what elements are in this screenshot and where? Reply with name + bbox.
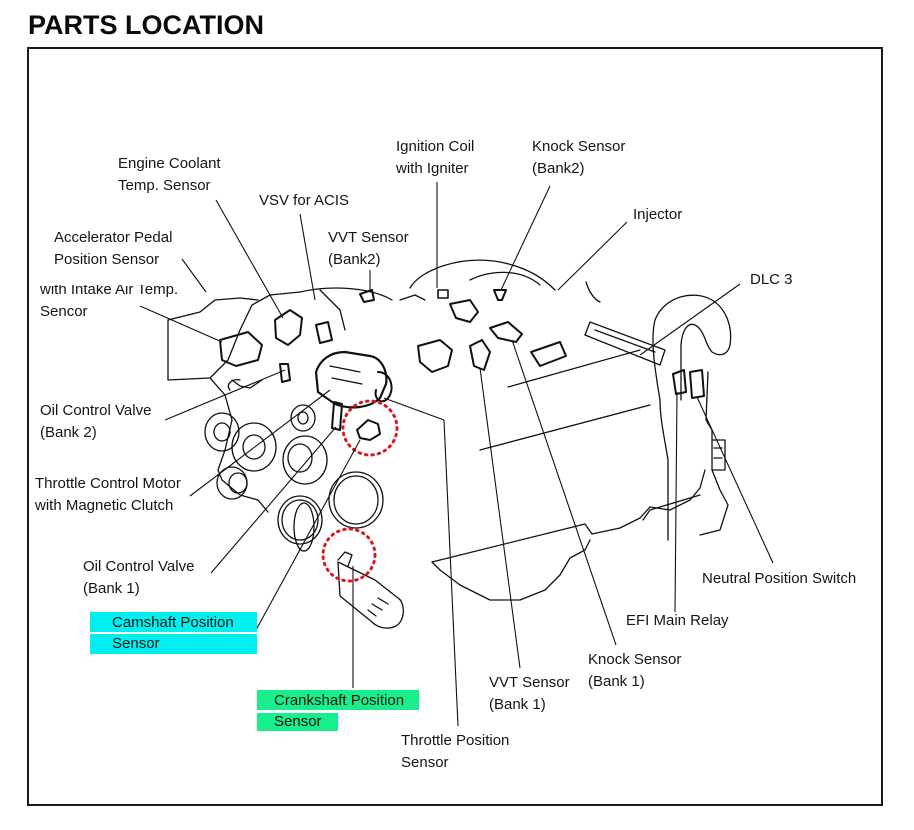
label-injector: Injector — [633, 204, 682, 226]
leader-throttle-pos-top — [383, 397, 445, 421]
label-line: Injector — [633, 206, 683, 223]
leader-camshaft — [255, 439, 361, 631]
label-knock-sensor-bank1: Knock Sensor (Bank 1) — [588, 649, 681, 693]
leader-engine-coolant — [215, 199, 284, 319]
camshaft-marker-circle — [341, 399, 399, 457]
highlighted-line: Crankshaft Position — [257, 690, 419, 710]
leader-injector — [557, 221, 628, 291]
leader-vvt-b1 — [479, 367, 521, 669]
label-ignition-coil: Ignition Coil with Igniter — [396, 136, 474, 180]
label-line: Sensor — [401, 754, 449, 771]
label-neutral-position-switch: Neutral Position Switch — [702, 568, 856, 590]
label-vvt-sensor-bank2: VVT Sensor (Bank2) — [328, 227, 409, 271]
label-throttle-control-motor: Throttle Control Motor with Magnetic Clu… — [35, 473, 181, 517]
label-efi-main-relay: EFI Main Relay — [626, 610, 729, 632]
label-accelerator-pedal-position-sensor: Accelerator Pedal Position Sensor — [54, 227, 172, 271]
label-line: VVT Sensor — [328, 229, 409, 246]
label-line: EFI Main Relay — [626, 612, 729, 629]
leader-vsv — [299, 213, 316, 301]
label-camshaft-position-sensor: Camshaft Position Sensor — [90, 612, 257, 654]
highlighted-line: Sensor — [257, 713, 338, 731]
label-line: Ignition Coil — [396, 138, 475, 155]
leader-knock-b1 — [511, 339, 617, 646]
label-line: Throttle Position — [401, 732, 510, 749]
label-line: Oil Control Valve — [40, 402, 152, 419]
label-line: Position Sensor — [54, 251, 160, 268]
label-line: Oil Control Valve — [83, 558, 195, 575]
diagram-frame — [27, 47, 883, 806]
leader-ocv-b1 — [210, 426, 337, 574]
marker-circles — [321, 399, 399, 583]
label-knock-sensor-bank2: Knock Sensor (Bank2) — [532, 136, 625, 180]
leader-ocv-b2 — [164, 369, 286, 421]
label-line: with Magnetic Clutch — [35, 497, 174, 514]
label-crankshaft-position-sensor: Crankshaft Position Sensor — [257, 690, 419, 731]
label-line: (Bank2) — [532, 160, 585, 177]
label-line: Neutral Position Switch — [702, 570, 857, 587]
leader-neutral — [696, 396, 774, 564]
label-engine-coolant-temp-sensor: Engine Coolant Temp. Sensor — [118, 153, 221, 197]
label-oil-control-valve-bank2: Oil Control Valve (Bank 2) — [40, 400, 151, 444]
leader-accel-pedal — [181, 258, 207, 293]
label-line: (Bank 1) — [83, 580, 140, 597]
label-line: (Bank2) — [328, 251, 381, 268]
label-dlc3: DLC 3 — [750, 269, 793, 291]
highlighted-line: Camshaft Position — [90, 612, 257, 632]
label-line: with Intake Air Temp. — [40, 285, 179, 298]
label-line: Knock Sensor — [588, 651, 682, 668]
label-line: Engine Coolant — [118, 155, 221, 172]
label-line: Knock Sensor — [532, 138, 626, 155]
label-line: (Bank 1) — [588, 673, 645, 690]
label-line: VVT Sensor — [489, 674, 570, 691]
clipped-line: with Intake Air Temp. — [40, 285, 178, 301]
label-line: (Bank 2) — [40, 424, 97, 441]
label-line: Throttle Control Motor — [35, 475, 181, 492]
crankshaft-marker-circle — [321, 527, 377, 583]
label-line: Accelerator Pedal — [54, 229, 173, 246]
page-title: PARTS LOCATION — [28, 10, 264, 40]
label-line: Temp. Sensor — [118, 177, 211, 194]
label-line: with Igniter — [396, 160, 469, 177]
leader-efi — [674, 391, 678, 613]
label-oil-control-valve-bank1: Oil Control Valve (Bank 1) — [83, 556, 194, 600]
label-line: Sencor — [40, 303, 88, 320]
label-line: (Bank 1) — [489, 696, 546, 713]
leader-dlc — [639, 283, 741, 356]
label-mass-air-flow-meter: with Intake Air Temp. Sencor — [40, 285, 178, 323]
engine-outline — [167, 259, 732, 629]
leader-throttle-motor — [189, 389, 331, 497]
leader-knock-b2 — [500, 185, 551, 291]
leader-lines — [139, 182, 774, 727]
label-vvt-sensor-bank1: VVT Sensor (Bank 1) — [489, 672, 570, 716]
label-line: VSV for ACIS — [259, 192, 350, 209]
leader-throttle-position — [443, 419, 459, 727]
leader-maf — [139, 305, 223, 343]
label-vsv-for-acis: VSV for ACIS — [259, 190, 349, 212]
label-line: DLC 3 — [750, 271, 793, 288]
highlighted-line: Sensor — [90, 634, 257, 654]
label-throttle-position-sensor: Throttle Position Sensor — [401, 730, 509, 774]
